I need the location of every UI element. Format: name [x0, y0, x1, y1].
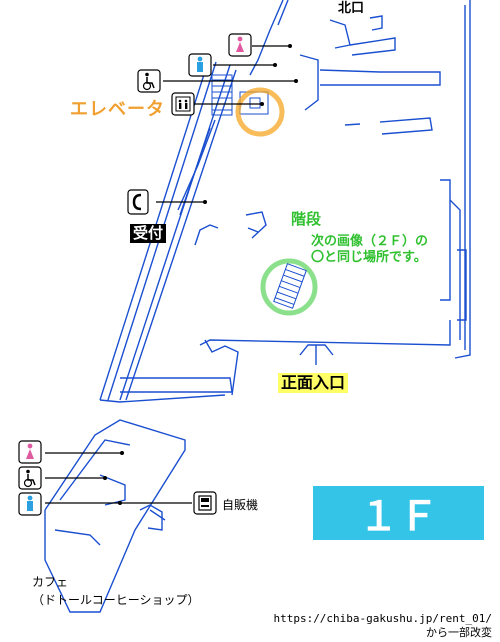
- female-restroom-icon: [228, 33, 252, 57]
- female-restroom-icon-cafe: [18, 440, 42, 464]
- vending-machine-label: 自販機: [222, 498, 259, 512]
- wheelchair-icon-cafe: [18, 466, 42, 490]
- leader-lines: [45, 45, 296, 504]
- stairs-block: [260, 258, 318, 316]
- source-url: https://chiba-gakushu.jp/rent_01/: [273, 612, 492, 625]
- elevator-label: エレベータ: [70, 99, 165, 120]
- cafe-label-line1: カフェ: [32, 575, 69, 589]
- source-note: から一部改変: [426, 626, 492, 640]
- elevator-icon: [171, 92, 195, 116]
- male-restroom-icon: [188, 53, 212, 77]
- stairs-note-line2: 〇と同じ場所です。: [311, 250, 427, 266]
- cafe-label: カフェ （ドトールコーヒーショップ）: [32, 573, 200, 609]
- reception-label: 受付: [130, 224, 167, 243]
- phone-icon: [127, 189, 149, 215]
- elevator-highlight: [235, 87, 285, 137]
- wheelchair-icon: [137, 69, 161, 93]
- cafe-label-line2: （ドトールコーヒーショップ）: [32, 593, 200, 607]
- stairs-note-line1: 次の画像（２Ｆ）の: [311, 234, 429, 249]
- source-credit: https://chiba-gakushu.jp/rent_01/ から一部改変: [273, 612, 492, 641]
- main-entrance-label: 正面入口: [278, 373, 349, 393]
- leader-dots: [103, 44, 298, 505]
- north-exit-label: 北口: [338, 1, 365, 16]
- male-restroom-icon-cafe: [18, 492, 42, 516]
- stairs-label: 階段: [291, 210, 322, 228]
- floor-badge: １Ｆ: [313, 486, 484, 540]
- stairs-note: 次の画像（２Ｆ）の 〇と同じ場所です。: [311, 234, 428, 267]
- vending-machine-icon: [193, 491, 217, 515]
